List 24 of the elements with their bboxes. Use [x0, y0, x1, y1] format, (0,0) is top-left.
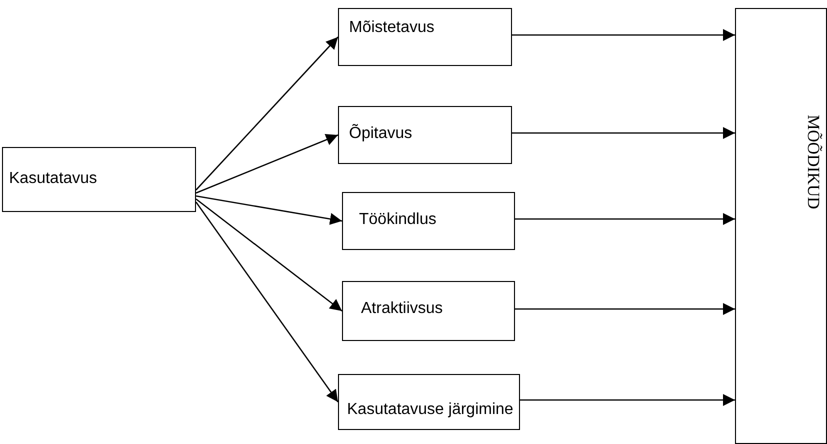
node-label: MÕÕDIKUD	[803, 114, 824, 209]
node-label: Töökindlus	[359, 211, 436, 229]
arrow	[195, 202, 339, 402]
process-box	[338, 106, 512, 164]
process-box	[2, 147, 196, 212]
arrow	[512, 127, 735, 139]
node-label: Kasutatavuse järgimine	[347, 401, 514, 419]
process-box	[342, 281, 515, 341]
arrow	[515, 213, 735, 225]
arrow	[196, 195, 342, 225]
process-box	[338, 374, 520, 430]
arrow	[512, 29, 735, 41]
node-label: Mõistetavus	[349, 19, 434, 37]
arrow	[196, 198, 342, 312]
node-label: Atraktiivsus	[361, 300, 443, 318]
node-label: Õpitavus	[349, 125, 412, 143]
process-box	[338, 8, 512, 66]
arrow	[515, 303, 735, 315]
arrow	[520, 394, 735, 406]
arrow	[196, 36, 338, 190]
process-box	[342, 192, 515, 250]
node-label: Kasutatavus	[9, 170, 98, 188]
metrics-box	[735, 8, 827, 444]
arrow	[196, 134, 338, 194]
